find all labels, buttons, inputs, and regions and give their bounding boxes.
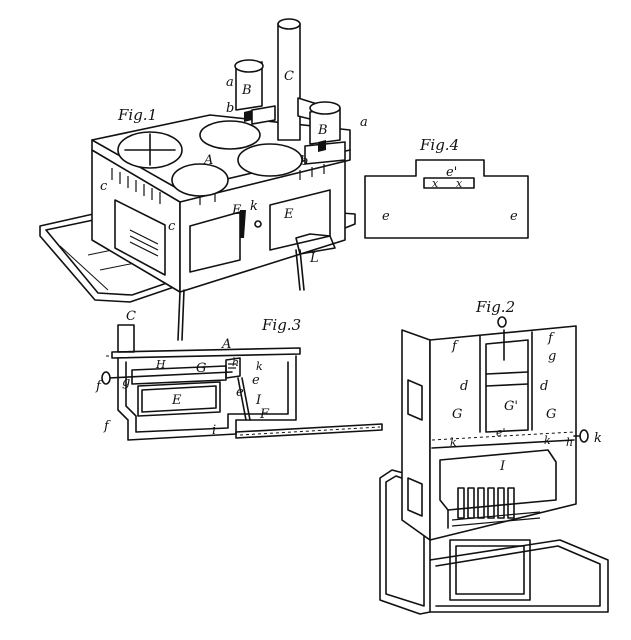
fig2-label-k2: k — [544, 434, 551, 447]
fig3-label-h: h — [232, 356, 239, 369]
fig2-label-G3: G — [546, 407, 556, 422]
figure-3-section: Fig.3 C A H G h k f g — [95, 309, 383, 441]
fig2-label-f2: f — [547, 331, 555, 346]
fig2-label-f1: f — [451, 339, 459, 354]
fig2-label-G1: G — [452, 407, 462, 422]
fig4-label-x1: x — [432, 177, 439, 190]
fig3-label-k: k — [256, 360, 263, 373]
fig4-label-e2: e — [510, 209, 518, 224]
fig1-label-B1: B — [241, 83, 252, 98]
fig1-label-k: k — [250, 199, 258, 214]
fig4-title: Fig.4 — [419, 136, 459, 154]
fig2-label-k1: k — [450, 436, 457, 449]
fig2-label-G2: G' — [504, 399, 518, 414]
fig3-label-H: H — [155, 358, 166, 371]
figure-2-oven-perspective: Fig.2 — [379, 298, 609, 615]
fig3-label-i: i — [212, 423, 216, 438]
figure-1-stove-perspective: Fig.1 — [39, 18, 368, 341]
fig3-label-I: I — [255, 393, 262, 408]
fig3-label-C: C — [126, 309, 136, 324]
fig3-title: Fig.3 — [261, 316, 301, 334]
fig3-label-e1: e — [236, 385, 244, 400]
fig3-label-g: g — [122, 375, 130, 390]
fig4-label-e-prime: e' — [446, 165, 457, 180]
fig4-label-x2: x — [456, 177, 463, 190]
fig3-label-F: F — [259, 407, 270, 422]
fig1-label-L: L — [309, 251, 319, 266]
fig2-label-e-prime: e' — [496, 426, 506, 439]
fig1-label-A: A — [203, 153, 213, 168]
fig2-label-k3: k — [594, 431, 602, 446]
fig1-title: Fig.1 — [117, 106, 157, 124]
fig1-label-b1: b — [226, 101, 234, 116]
fig1-label-B2: B — [317, 123, 328, 138]
fig3-label-A: A — [221, 337, 231, 352]
fig1-label-a2: a — [360, 115, 368, 130]
fig3-label-f2: f — [103, 419, 111, 434]
fig2-label-I: I — [499, 459, 506, 474]
figure-4-plate: Fig.4 e' x x e e — [364, 136, 529, 239]
fig2-label-h: h — [566, 436, 573, 449]
fig1-label-c1: c — [100, 179, 108, 194]
fig1-label-c2: c — [168, 219, 176, 234]
fig4-label-e1: e — [382, 209, 390, 224]
fig3-label-E: E — [171, 393, 182, 408]
fig2-title: Fig.2 — [475, 298, 515, 316]
fig1-label-b2: b — [300, 154, 308, 169]
fig1-label-a1: a — [226, 75, 234, 90]
fig2-label-d2: d — [540, 379, 548, 394]
fig1-label-E2: E — [283, 207, 294, 222]
fig1-label-C: C — [284, 69, 294, 84]
fig3-label-e2: e — [252, 373, 260, 388]
fig3-label-f1: f — [95, 379, 103, 394]
fig1-label-E1: E — [231, 203, 242, 218]
fig2-label-d1: d — [460, 379, 468, 394]
fig2-label-g: g — [548, 349, 556, 364]
fig3-label-G: G — [196, 361, 206, 376]
